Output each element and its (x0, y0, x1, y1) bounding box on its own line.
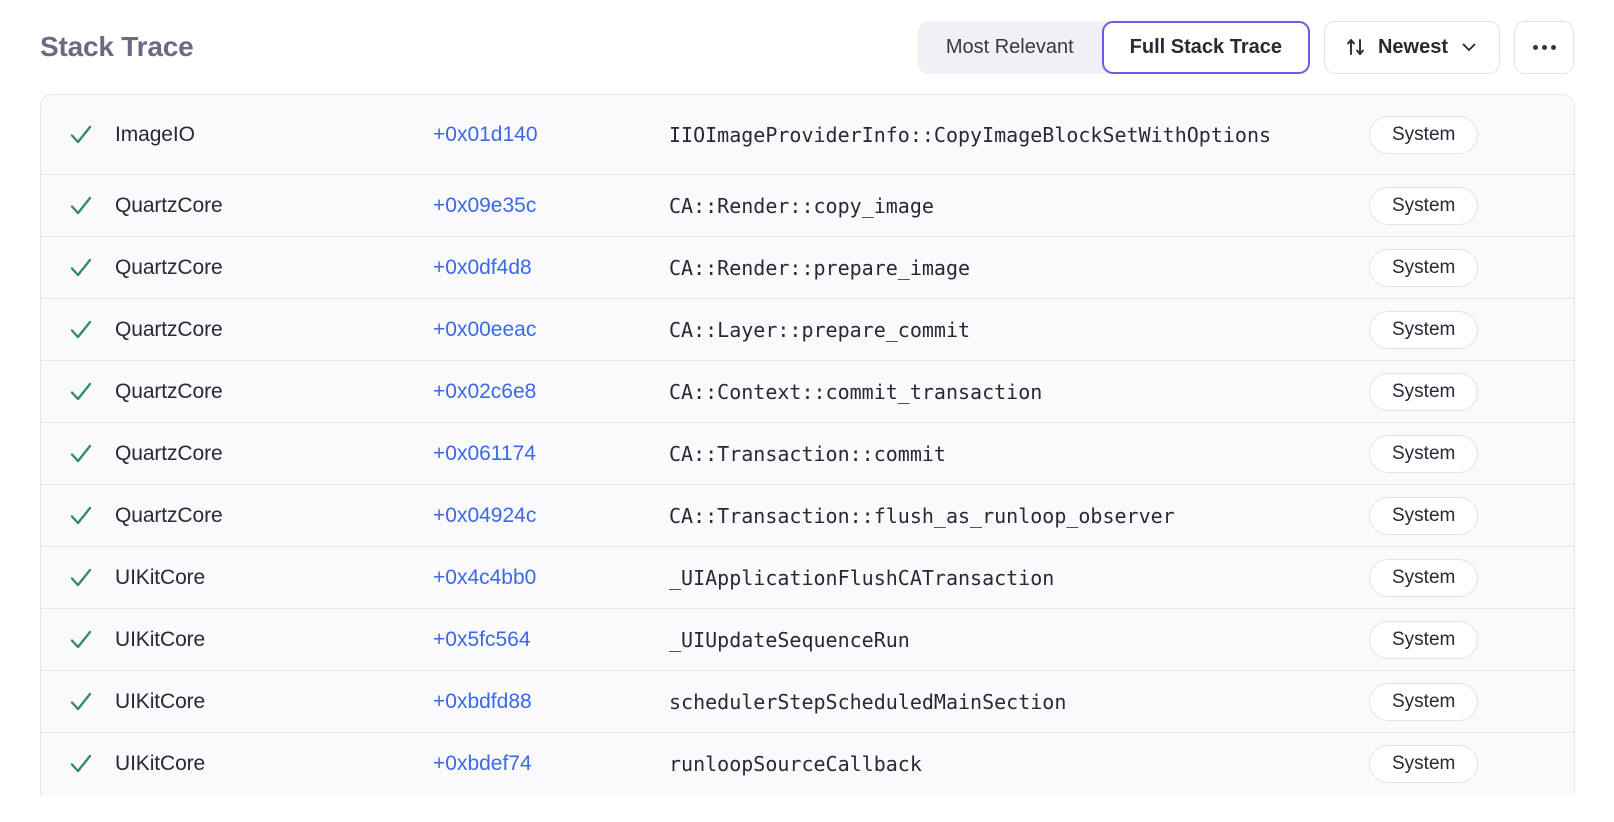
tab-most-relevant[interactable]: Most Relevant (918, 21, 1102, 74)
binary-name: UIKitCore (115, 689, 206, 713)
offset-link[interactable]: +0x061174 (433, 441, 536, 465)
table-row[interactable]: UIKitCore +0x4c4bb0 _UIApplicationFlushCAT… (41, 547, 1574, 609)
sort-label: Newest (1377, 35, 1448, 58)
offset-link[interactable]: +0x00eeac (433, 317, 537, 341)
badge-cell: System (1359, 310, 1549, 349)
status-badge: System (1369, 496, 1479, 535)
status-badge: System (1369, 372, 1479, 411)
symbol-name: IIOImageProviderInfo::CopyImageBlockSetW… (669, 122, 1272, 147)
status-badge: System (1369, 248, 1479, 287)
ellipsis-icon (1532, 44, 1538, 50)
offset-link[interactable]: +0x4c4bb0 (433, 565, 537, 589)
table-row[interactable]: QuartzCore +0x02c6e8 CA::Context::commit_t… (41, 361, 1574, 423)
offset-link[interactable]: +0xbdef74 (433, 752, 532, 775)
symbol-name: CA::Transaction::flush_as_runloop_observ… (669, 503, 1175, 528)
offset-link[interactable]: +0xbdfd88 (433, 689, 532, 713)
check-icon[interactable] (41, 379, 115, 405)
table-row[interactable]: UIKitCore +0xbdfd88 schedulerStepScheduled… (41, 671, 1574, 733)
status-badge: System (1369, 115, 1479, 154)
badge-cell: System (1359, 186, 1549, 225)
page-title: Stack Trace (40, 31, 194, 62)
status-badge: System (1369, 745, 1479, 783)
status-badge: System (1369, 434, 1479, 473)
more-options-button[interactable] (1514, 20, 1574, 74)
symbol-name: CA::Render::copy_image (669, 193, 934, 218)
badge-cell: System (1359, 372, 1549, 411)
badge-cell: System (1359, 496, 1549, 535)
table-row[interactable]: ImageIO +0x01d140 IIOImageProviderInfo::Co… (41, 95, 1574, 175)
check-icon[interactable] (41, 317, 115, 343)
table-row[interactable]: QuartzCore +0x0df4d8 CA::Render::prepare_i… (41, 237, 1574, 299)
check-icon[interactable] (41, 193, 115, 219)
offset-link[interactable]: +0x02c6e8 (433, 379, 537, 403)
binary-name: QuartzCore (115, 255, 223, 279)
table-row[interactable]: QuartzCore +0x061174 CA::Transaction::comm… (41, 423, 1574, 485)
table-row[interactable]: QuartzCore +0x09e35c CA::Render::copy_imag… (41, 175, 1574, 237)
table-row[interactable]: QuartzCore +0x04924c CA::Transaction::flus… (41, 485, 1574, 547)
binary-name: UIKitCore (115, 565, 206, 589)
offset-link[interactable]: +0x04924c (433, 503, 537, 527)
symbol-name: CA::Render::prepare_image (669, 255, 971, 280)
status-badge: System (1369, 310, 1479, 349)
badge-cell: System (1359, 558, 1549, 597)
check-icon[interactable] (41, 503, 115, 529)
ellipsis-icon (1550, 44, 1556, 50)
status-badge: System (1369, 558, 1479, 597)
symbol-name: CA::Context::commit_transaction (669, 379, 1043, 404)
badge-cell: System (1359, 620, 1549, 659)
check-icon[interactable] (41, 122, 115, 148)
badge-cell: System (1359, 434, 1549, 473)
binary-name: ImageIO (115, 122, 195, 146)
view-mode-segmented-control[interactable]: Most Relevant Full Stack Trace (917, 20, 1310, 74)
binary-name: UIKitCore (115, 627, 206, 651)
badge-cell: System (1359, 115, 1549, 154)
stack-trace-table: ImageIO +0x01d140 IIOImageProviderInfo::Co… (40, 94, 1575, 795)
sort-button[interactable]: Newest (1323, 20, 1500, 74)
check-icon[interactable] (41, 565, 115, 591)
badge-cell: System (1359, 248, 1549, 287)
offset-link[interactable]: +0x5fc564 (433, 627, 531, 651)
symbol-name: schedulerStepScheduledMainSection (669, 689, 1067, 714)
offset-link[interactable]: +0x0df4d8 (433, 255, 532, 279)
badge-cell: System (1359, 745, 1549, 783)
panel-header: Stack Trace Most Relevant Full Stack Tra… (0, 0, 1614, 94)
symbol-name: _UIUpdateSequenceRun (669, 627, 910, 652)
symbol-name: runloopSourceCallback (669, 752, 922, 776)
binary-name: QuartzCore (115, 379, 223, 403)
toolbar: Most Relevant Full Stack Trace Newest (917, 20, 1574, 74)
check-icon[interactable] (41, 441, 115, 467)
table-row[interactable]: QuartzCore +0x00eeac CA::Layer::prepare_co… (41, 299, 1574, 361)
status-badge: System (1369, 682, 1479, 721)
table-row[interactable]: UIKitCore +0x5fc564 _UIUpdateSequenceRun Sy… (41, 609, 1574, 671)
status-badge: System (1369, 186, 1479, 225)
check-icon[interactable] (41, 751, 115, 777)
offset-link[interactable]: +0x01d140 (433, 122, 538, 146)
symbol-name: CA::Transaction::commit (669, 441, 946, 466)
offset-link[interactable]: +0x09e35c (433, 193, 537, 217)
binary-name: QuartzCore (115, 503, 223, 527)
binary-name: QuartzCore (115, 441, 223, 465)
check-icon[interactable] (41, 255, 115, 281)
binary-name: QuartzCore (115, 317, 223, 341)
status-badge: System (1369, 620, 1479, 659)
check-icon[interactable] (41, 689, 115, 715)
chevron-down-icon (1459, 37, 1479, 57)
tab-full-stack-trace[interactable]: Full Stack Trace (1101, 20, 1310, 74)
check-icon[interactable] (41, 627, 115, 653)
ellipsis-icon (1541, 44, 1547, 50)
badge-cell: System (1359, 682, 1549, 721)
symbol-name: _UIApplicationFlushCATransaction (669, 565, 1055, 590)
binary-name: UIKitCore (115, 752, 206, 775)
table-row[interactable]: UIKitCore +0xbdef74 runloopSourceCallback S… (41, 733, 1574, 795)
symbol-name: CA::Layer::prepare_commit (669, 317, 971, 342)
binary-name: QuartzCore (115, 193, 223, 217)
sort-arrows-icon (1345, 36, 1367, 58)
